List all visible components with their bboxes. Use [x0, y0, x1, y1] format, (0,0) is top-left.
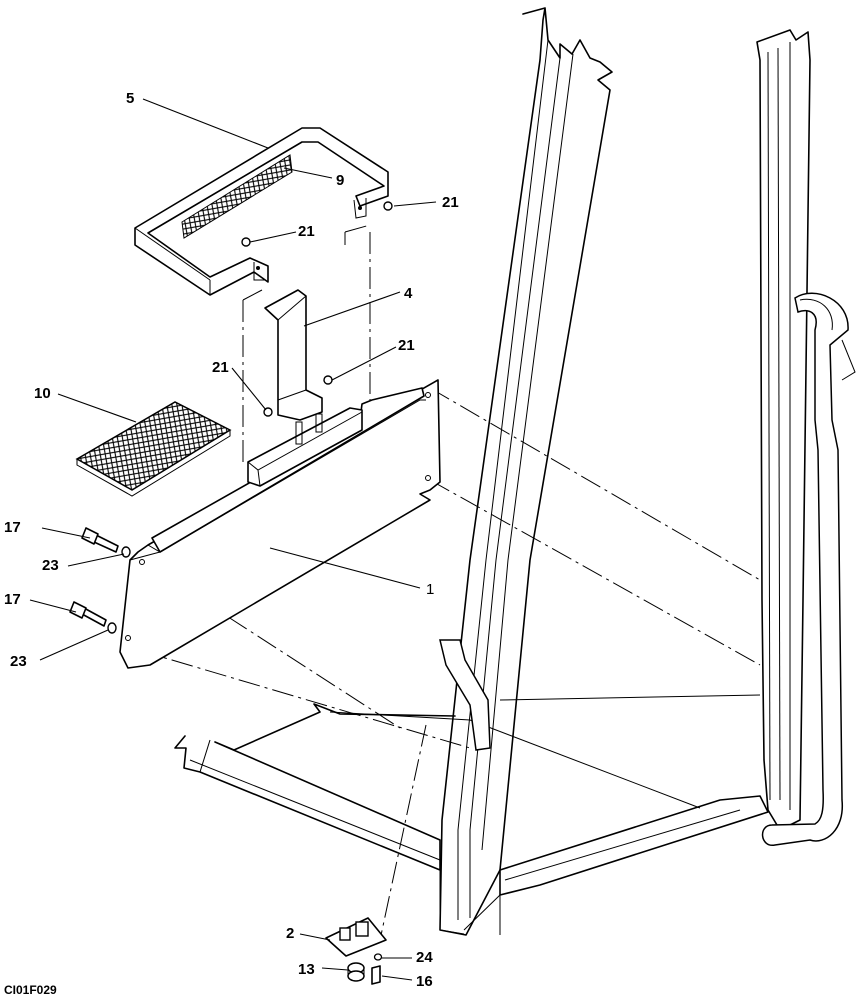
cab-frame: [174, 7, 856, 936]
bracket-part-4: [264, 289, 323, 421]
floor-mat-part-10: [75, 401, 232, 491]
callout-4: 4: [404, 285, 413, 302]
callout-5: 5: [126, 90, 134, 107]
callout-24: 24: [416, 949, 433, 966]
callout-23-a: 23: [42, 557, 59, 574]
mesh-insert-part-9: [181, 154, 293, 239]
callout-10: 10: [34, 385, 51, 402]
callout-9: 9: [336, 172, 344, 189]
callout-21-a: 21: [298, 223, 315, 240]
callout-1: 1: [426, 581, 434, 598]
tray-cover-part-5: [134, 127, 389, 296]
callout-labels: 5 9 21 21 4 21 21 10 17 23 17 23 1 2 24 …: [4, 90, 459, 990]
callout-21-d: 21: [212, 359, 229, 376]
leader-lines: [29, 98, 437, 981]
callout-16: 16: [416, 973, 433, 990]
callout-13: 13: [298, 961, 315, 978]
panel-part-1: [119, 379, 441, 669]
callout-23-b: 23: [10, 653, 27, 670]
callout-2: 2: [286, 925, 294, 942]
figure-code: CI01F029: [4, 983, 57, 997]
callout-21-b: 21: [442, 194, 459, 211]
callout-17-b: 17: [4, 591, 21, 608]
callout-21-c: 21: [398, 337, 415, 354]
callout-17-a: 17: [4, 519, 21, 536]
